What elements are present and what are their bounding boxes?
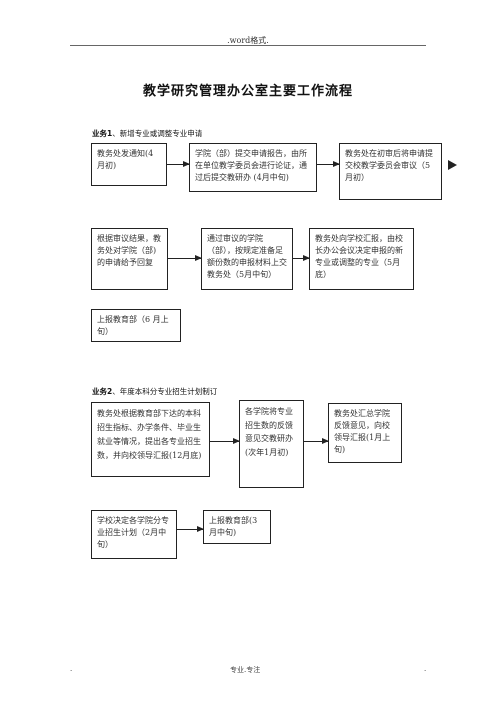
- s2-arrow-1: [210, 438, 240, 444]
- s1-step-college-report: 学院（部）提交申请报告，由所在单位教学委员会进行论证，通过后提交教研办 (4月中…: [189, 143, 317, 192]
- s2-step-feedback: 各学院将专业招生数的反馈意见交教研办(次年1月初): [239, 400, 304, 488]
- section1-title: 、新增专业或调整专业申请: [112, 129, 203, 138]
- s1-arrow-2: [317, 161, 340, 167]
- s1-arrow-1: [167, 161, 190, 167]
- page-header: .word格式.: [227, 36, 269, 45]
- section2-title: 、年度本科分专业招生计划制订: [112, 387, 218, 396]
- s1-arrow-3: [168, 255, 202, 261]
- section1-heading: 业务1、新增专业或调整专业申请: [92, 128, 202, 139]
- s2-step-summary: 教务处汇总学院反馈意见，向校领导汇报(1月上旬): [328, 403, 402, 463]
- s2-step-report-ministry: 上报教育部(3月中旬): [203, 510, 271, 544]
- s1-step-president-decision: 教务处向学校汇报，由校长办公会议决定申报的新专业或调整的专业（5月底）: [309, 228, 414, 290]
- s2-arrow-3: [177, 526, 204, 532]
- section2-heading: 业务2、年度本科分专业招生计划制订: [92, 386, 217, 397]
- s1-arrow-4: [293, 255, 310, 261]
- header-rule: [70, 45, 426, 46]
- s1-step-notice: 教务处发通知(4月初): [91, 143, 167, 186]
- footer-left: .: [70, 665, 73, 673]
- s1-step-reply: 根据审议结果，教务处对学院（部)的申请给予回复: [91, 228, 168, 290]
- s1-step-report-ministry: 上报教育部（6 月上旬）: [91, 309, 181, 342]
- s2-step-school-decision: 学校决定各学院分专业招生计划（2月中旬）: [91, 510, 177, 559]
- s2-arrow-2: [304, 438, 329, 444]
- footer-center: 专业.专注: [230, 666, 261, 674]
- s2-step-proposal: 教务处根据教育部下达的本科招生指标、办学条件、毕业生就业等情况，提出各专业招生数…: [91, 402, 210, 477]
- s1-step-prepare-materials: 通过审议的学院（部），按规定准备足额份数的申报材料上交教务处（5月中旬）: [201, 228, 293, 290]
- footer-right: .: [424, 665, 427, 673]
- page-title: 教学研究管理办公室主要工作流程: [142, 84, 353, 99]
- s1-continue-arrow-icon: [448, 160, 457, 170]
- section2-label: 业务2: [92, 387, 113, 396]
- section1-label: 业务1: [92, 129, 113, 138]
- s1-step-initial-review: 教务处在初审后将申请提交校教学委员会审议（5月初）: [339, 143, 442, 200]
